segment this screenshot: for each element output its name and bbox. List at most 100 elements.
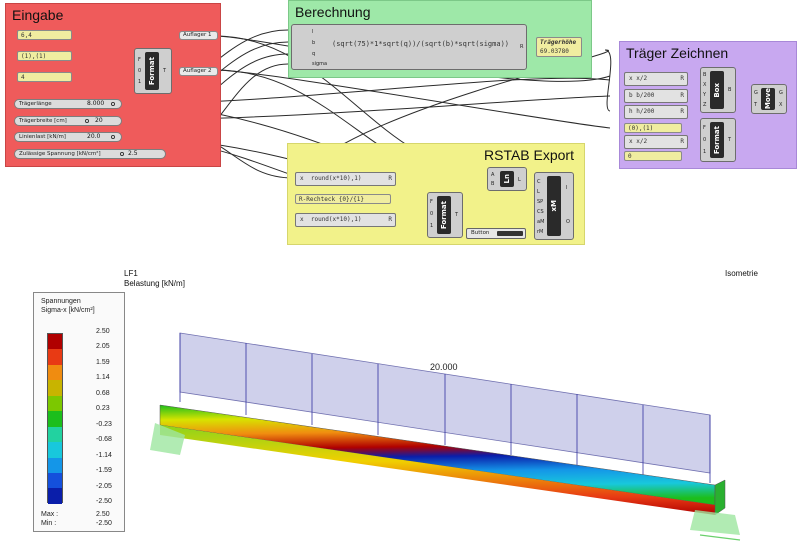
port-in: C xyxy=(537,179,541,185)
port-in: q xyxy=(312,51,316,57)
port-in: rM xyxy=(537,229,544,235)
panel-zero[interactable]: 0 xyxy=(624,151,682,161)
component-core: Format xyxy=(145,52,159,90)
button-toggle[interactable]: Button xyxy=(466,228,526,239)
expr-output: R xyxy=(680,108,684,115)
component-core: Format xyxy=(437,196,451,234)
slider-zulaessige-spannung[interactable]: Zulässige Spannung [kN/cm²] 2.5 xyxy=(14,149,166,159)
slider-traegerbreite[interactable]: Trägerbreite [cm] 20 xyxy=(14,116,122,126)
component-label: Format xyxy=(713,125,721,155)
slider-linienlast[interactable]: Linienlast [kN/m] 20.0 xyxy=(14,132,122,142)
format-component[interactable]: F 0 1 Format T xyxy=(700,118,736,162)
port-out: T xyxy=(728,137,732,143)
panel-format-pattern[interactable]: (1),(1) xyxy=(17,51,72,61)
expr-output: R xyxy=(680,75,684,82)
port-out: L xyxy=(518,177,521,183)
expr-text: b/200 xyxy=(636,92,655,99)
format-component[interactable]: F 0 1 Format T xyxy=(134,48,172,94)
legend-value: -1.59 xyxy=(96,467,112,474)
expr-text: round(x*10),1) xyxy=(310,216,362,223)
line-component[interactable]: A B Ln L xyxy=(487,167,527,191)
port-in: aM xyxy=(537,219,545,225)
slider-grip[interactable] xyxy=(85,119,89,123)
expr-text: round(x*10),1) xyxy=(310,175,362,182)
load-value-label: 20.000 xyxy=(430,362,458,372)
support-right-icon xyxy=(690,510,740,535)
expr-text: h/200 xyxy=(636,108,655,115)
move-component[interactable]: G T Move G X xyxy=(751,84,787,114)
port-in: G xyxy=(754,90,758,96)
slider-label: Trägerbreite [cm] xyxy=(19,118,67,124)
expr-input: b xyxy=(629,92,633,99)
component-core: Format xyxy=(710,122,724,158)
port-in: l xyxy=(312,29,314,35)
port-in: 1 xyxy=(703,149,707,155)
expr-input: x xyxy=(300,175,304,182)
slider-value: 20 xyxy=(95,117,103,124)
expression-round-2[interactable]: x round(x*10),1)R xyxy=(295,213,396,227)
button-face[interactable] xyxy=(497,231,523,236)
legend-swatch xyxy=(48,442,62,458)
group-title: Träger Zeichnen xyxy=(626,45,729,61)
component-label: Ln xyxy=(503,174,511,184)
port-out: I xyxy=(566,185,568,191)
stress-legend: Spannungen Sigma-x [kN/cm²] 2.50 2.05 1.… xyxy=(33,292,125,532)
load-diagram xyxy=(179,332,711,483)
legend-value: -0.23 xyxy=(96,421,112,428)
component-label: Format xyxy=(440,200,448,230)
legend-subtitle: Sigma-x [kN/cm²] xyxy=(41,307,95,314)
legend-swatch xyxy=(48,488,62,504)
expression-component[interactable]: l b q sigma (sqrt(75)*1*sqrt(q))/(sqrt(b… xyxy=(291,24,527,70)
legend-swatch xyxy=(48,395,62,412)
support-left-icon xyxy=(150,423,185,455)
slider-traegerlaenge[interactable]: Trägerlänge 8.000 xyxy=(14,99,122,109)
slider-grip[interactable] xyxy=(111,135,115,139)
port-in: F xyxy=(430,199,433,205)
expr-text: x/2 xyxy=(636,75,648,82)
port-in: sigma xyxy=(312,61,328,67)
port-in: 0 xyxy=(138,68,142,74)
xm-export-component[interactable]: C L SP CS aM rM xM I O xyxy=(534,172,574,240)
beam xyxy=(159,404,726,516)
port-out: T xyxy=(163,68,167,74)
legend-color-bar xyxy=(47,333,63,504)
port-in: b xyxy=(312,40,316,46)
expression-round-1[interactable]: x round(x*10),1)R xyxy=(295,172,396,186)
expr-text: x/2 xyxy=(636,138,648,145)
legend-value: 0.23 xyxy=(96,405,110,412)
slider-value: 20.0 xyxy=(87,133,101,140)
legend-swatch xyxy=(48,411,62,427)
port-out: X xyxy=(779,102,783,108)
expr-input: x xyxy=(629,138,633,145)
relay-auflager-1[interactable]: Auflager 1 xyxy=(179,31,218,40)
panel-section-name[interactable]: R-Rechteck {0}/{1} xyxy=(295,194,391,204)
format-component[interactable]: F 0 1 Format T xyxy=(427,192,463,238)
box-component[interactable]: B X Y Z Box B xyxy=(700,67,736,113)
result-value: 69.03780 xyxy=(540,48,569,55)
slider-grip[interactable] xyxy=(120,152,124,156)
result-panel[interactable]: Trägerhöhe 69.03780 xyxy=(536,37,582,57)
slider-label: Zulässige Spannung [kN/cm²] xyxy=(19,151,101,157)
group-berechnung: Berechnung l b q sigma (sqrt(75)*1*sqrt(… xyxy=(288,0,592,78)
group-title: RSTAB Export xyxy=(484,147,574,163)
panel-format-pattern[interactable]: (0),(1) xyxy=(624,123,682,133)
port-in: 1 xyxy=(430,223,434,229)
component-core: xM xyxy=(547,176,561,236)
legend-swatch xyxy=(48,380,62,396)
panel-auflager-1-coords[interactable]: 6,4 xyxy=(17,30,72,40)
port-in: 0 xyxy=(430,211,434,217)
port-in: CS xyxy=(537,209,544,215)
slider-grip[interactable] xyxy=(111,102,115,106)
relay-auflager-2[interactable]: Auflager 2 xyxy=(179,67,218,76)
legend-max-value: 2.50 xyxy=(96,511,110,518)
port-in: 1 xyxy=(138,79,142,85)
legend-min-label: Min : xyxy=(41,520,57,527)
legend-value: -0.68 xyxy=(96,436,112,443)
component-label: Move xyxy=(764,88,772,110)
panel-auflager-2-value[interactable]: 4 xyxy=(17,72,72,82)
legend-value: 1.59 xyxy=(96,359,110,366)
